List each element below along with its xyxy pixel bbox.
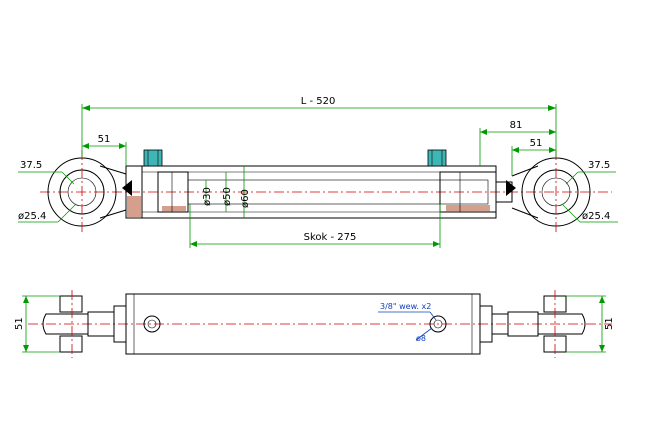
right-pin-label: ø25.4: [582, 211, 610, 222]
left-eye-radius-label: 37.5: [20, 160, 42, 171]
stroke-label: Skok - 275: [304, 232, 357, 243]
dim-right-offset: 81: [479, 120, 556, 166]
dim-right-eye-radius: 37.5: [565, 160, 616, 185]
port-right-icon: [427, 149, 447, 167]
dim-overall-length: L - 520: [81, 96, 557, 158]
port-hole-note: ø8: [416, 334, 426, 343]
left-pin-label: ø25.4: [18, 211, 46, 222]
dim-left-eye-radius: 37.5: [18, 160, 75, 185]
bottom-right-width-label: 51: [604, 317, 615, 330]
dim-left-pin: ø25.4: [18, 203, 77, 223]
dim-right-pin: ø25.4: [561, 203, 618, 223]
bottom-view: 51 51 3/8" wew. x2 ø8: [14, 290, 615, 358]
dim-left-eye-offset: 51: [82, 134, 127, 166]
dim-bottom-left-width: 51: [14, 295, 60, 353]
cylinder-tube: [141, 165, 497, 219]
left-clevis: [42, 290, 127, 358]
right-offset-label: 81: [510, 120, 523, 131]
dim-bottom-right-width: 51: [566, 295, 615, 353]
port-thread-note: 3/8" wew. x2: [380, 302, 431, 311]
left-cap: [122, 165, 143, 219]
left-eye-offset-label: 51: [98, 134, 111, 145]
overall-length-label: L - 520: [301, 96, 336, 107]
rod-end: [495, 165, 539, 219]
dim-right-eye-offset: 51: [511, 138, 556, 176]
bore-dia-label: ø50: [222, 187, 233, 206]
left-eye: [47, 150, 127, 234]
right-rod-end: [479, 290, 586, 358]
top-view: L - 520 51 81 51: [18, 96, 618, 248]
right-eye-offset-label: 51: [530, 138, 543, 149]
bottom-left-width-label: 51: [14, 317, 25, 330]
port-note: 3/8" wew. x2 ø8: [378, 302, 437, 343]
dim-stroke: Skok - 275: [189, 204, 441, 248]
rod-dia-label: ø30: [202, 187, 213, 206]
port-left-icon: [143, 149, 163, 167]
right-eye-radius-label: 37.5: [588, 160, 610, 171]
tube-dia-label: ø60: [240, 189, 251, 208]
dim-diameters: ø30 ø50 ø60: [202, 166, 251, 218]
